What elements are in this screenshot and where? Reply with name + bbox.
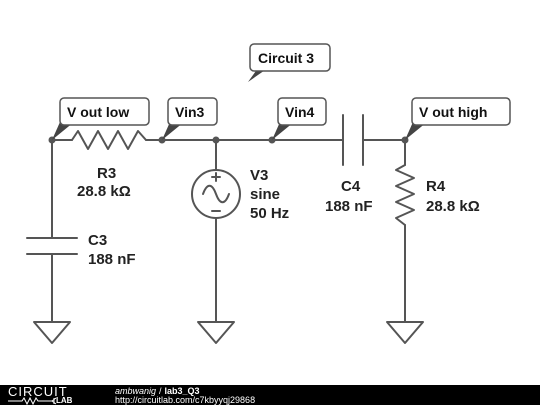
flag-circuit-3-label: Circuit 3 bbox=[258, 50, 314, 66]
flag-box bbox=[411, 97, 511, 126]
v3-frequency: 50 Hz bbox=[250, 205, 289, 222]
circuit-title-link[interactable]: lab3_Q3 bbox=[164, 386, 200, 396]
r3-value: 28.8 kΩ bbox=[77, 183, 131, 200]
ground-icon bbox=[386, 321, 424, 344]
flag-box bbox=[249, 43, 331, 72]
logo-circuit-text: CIRCUIT bbox=[8, 384, 68, 399]
ground-icon bbox=[33, 321, 71, 344]
flag-box bbox=[59, 97, 150, 126]
flag-vin3[interactable]: Vin3 bbox=[162, 97, 218, 140]
ground-icon bbox=[197, 321, 235, 344]
r3-name: R3 bbox=[97, 165, 116, 182]
resistor-r4[interactable]: R4 28.8 kΩ bbox=[395, 164, 480, 226]
separator: / bbox=[159, 386, 162, 396]
flag-circuit-3[interactable]: Circuit 3 bbox=[248, 43, 331, 82]
r4-value: 28.8 kΩ bbox=[426, 198, 480, 215]
footer-author-line: ambwanig/lab3_Q3 bbox=[115, 386, 200, 396]
flag-pointer bbox=[162, 122, 184, 140]
flag-box bbox=[277, 97, 327, 126]
capacitor-c3[interactable]: C3 188 nF bbox=[26, 232, 136, 268]
flag-v-out-high[interactable]: V out high bbox=[405, 97, 511, 140]
r4-name: R4 bbox=[426, 178, 446, 195]
v3-type: sine bbox=[250, 186, 280, 203]
c3-value: 188 nF bbox=[88, 251, 136, 268]
flag-pointer bbox=[405, 122, 427, 140]
schematic-canvas: R3 28.8 kΩ C3 188 nF V3 sine 50 Hz C4 18… bbox=[26, 43, 511, 344]
junction-dot bbox=[212, 136, 220, 144]
circuit-url-link[interactable]: http://circuitlab.com/c7kbyyqj29868 bbox=[115, 395, 256, 405]
flag-v-out-low-label: V out low bbox=[67, 104, 129, 120]
author-link[interactable]: ambwanig bbox=[115, 386, 157, 396]
c3-name: C3 bbox=[88, 232, 107, 249]
flag-box bbox=[167, 97, 218, 126]
v3-plus bbox=[211, 172, 221, 182]
resistor-r3-zigzag bbox=[71, 130, 147, 150]
v3-circle bbox=[191, 169, 241, 219]
capacitor-c4[interactable]: C4 188 nF bbox=[325, 114, 373, 215]
flag-pointer bbox=[272, 122, 294, 140]
flag-vin4-label: Vin4 bbox=[285, 104, 315, 120]
resistor-r4-zigzag bbox=[395, 164, 415, 226]
flag-vin3-label: Vin3 bbox=[175, 104, 205, 120]
flag-v-out-high-label: V out high bbox=[419, 104, 487, 120]
v3-sine-wave bbox=[202, 184, 230, 204]
flag-pointer bbox=[52, 122, 74, 140]
v3-name: V3 bbox=[250, 167, 268, 184]
footer-bar: CIRCUIT LAB ambwanig/lab3_Q3 http://circ… bbox=[0, 385, 540, 405]
ground-symbols bbox=[33, 321, 424, 344]
c4-name: C4 bbox=[341, 178, 361, 195]
flag-vin4[interactable]: Vin4 bbox=[272, 97, 327, 140]
logo-lab-text: LAB bbox=[56, 396, 73, 405]
logo-resistor-icon bbox=[8, 397, 57, 405]
flag-v-out-low[interactable]: V out low bbox=[52, 97, 150, 140]
c4-value: 188 nF bbox=[325, 198, 373, 215]
wires bbox=[51, 139, 406, 323]
resistor-r3[interactable]: R3 28.8 kΩ bbox=[71, 130, 147, 200]
sine-source-v3[interactable]: V3 sine 50 Hz bbox=[191, 167, 289, 222]
